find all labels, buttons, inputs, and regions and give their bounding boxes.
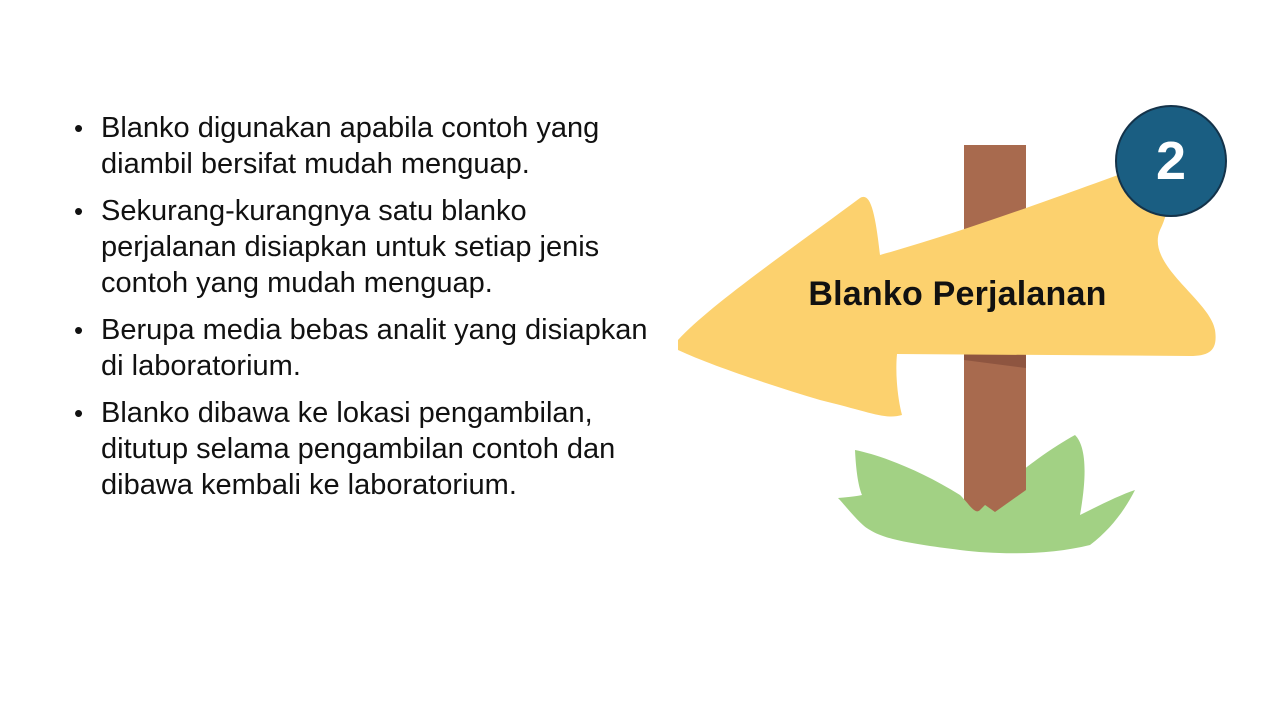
bullet-dot: •: [74, 196, 84, 226]
bullet-item: • Berupa media bebas analit yang disiapka…: [74, 312, 664, 384]
grass-icon: [838, 435, 1135, 554]
bullet-text: Blanko dibawa ke lokasi pengambilan, dit…: [101, 397, 616, 501]
bullet-dot: •: [74, 113, 84, 143]
signpost-graphic: Blanko Perjalanan 2: [670, 100, 1250, 570]
bullet-item: • Blanko digunakan apabila contoh yang di…: [74, 110, 664, 182]
bullet-dot: •: [74, 315, 84, 345]
bullet-item: • Sekurang-kurangnya satu blanko perjalan…: [74, 193, 664, 301]
signpost-label: Blanko Perjalanan: [808, 275, 1107, 313]
bullet-text: Sekurang-kurangnya satu blanko perjalana…: [101, 195, 600, 299]
bullet-dot: •: [74, 398, 84, 428]
bullet-text: Berupa media bebas analit yang disiapkan…: [101, 314, 648, 382]
number-badge: 2: [1115, 105, 1227, 217]
signpost-arrow-left-icon: [678, 145, 1216, 554]
bullet-text: Blanko digunakan apabila contoh yang dia…: [101, 112, 600, 180]
arrow-shape: [678, 166, 1216, 417]
bullet-item: • Blanko dibawa ke lokasi pengambilan, di…: [74, 395, 664, 503]
bullet-list: • Blanko digunakan apabila contoh yang di…: [74, 110, 664, 514]
